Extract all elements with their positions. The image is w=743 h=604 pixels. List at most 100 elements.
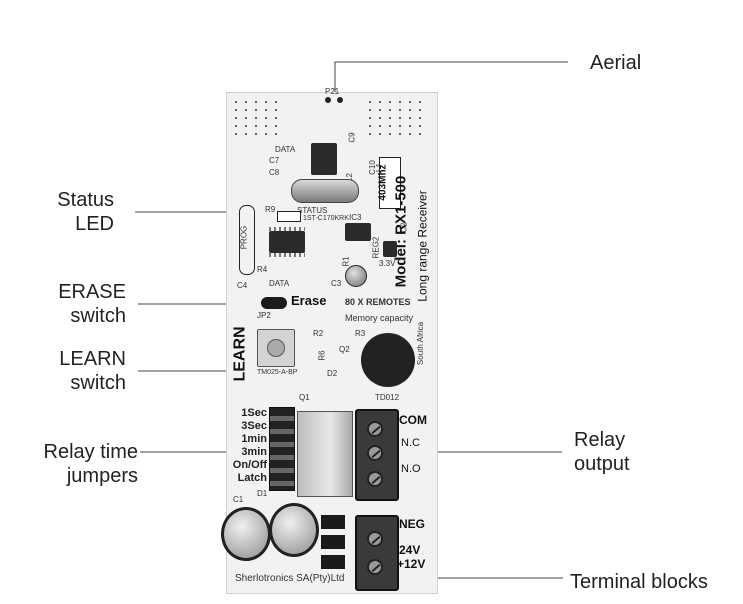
crystal bbox=[291, 179, 359, 203]
relay-output-label-line2: output bbox=[574, 453, 630, 475]
mcu-legs-bottom bbox=[269, 253, 305, 257]
buzzer bbox=[361, 333, 415, 387]
com-screw bbox=[367, 421, 383, 437]
ic3-label: IC3 bbox=[349, 213, 362, 222]
frequency-box bbox=[379, 157, 401, 209]
com-label: COM bbox=[399, 413, 427, 427]
jumper-latch[interactable]: Latch bbox=[237, 472, 267, 484]
status-led-label-line2: LED bbox=[75, 213, 114, 235]
data-top-label: DATA bbox=[275, 145, 296, 154]
nc-label: N.C bbox=[401, 437, 420, 449]
frequency-label: 403Mhz bbox=[377, 164, 389, 201]
q2-label: Q2 bbox=[339, 345, 350, 354]
jumper-3sec[interactable]: 3Sec bbox=[241, 420, 267, 432]
country-label: South Africa bbox=[416, 321, 426, 366]
neg-label: NEG bbox=[399, 517, 426, 531]
erase-switch-label-line1: ERASE bbox=[58, 281, 126, 303]
jp2-label: JP2 bbox=[257, 311, 271, 320]
r1-label: R1 bbox=[341, 256, 351, 267]
switch-part-label: TM025-A-BP bbox=[257, 369, 298, 376]
r9-label: R9 bbox=[265, 205, 276, 214]
jumper-block bbox=[269, 407, 295, 491]
c2-label: C2 bbox=[399, 222, 409, 233]
aerial-pin-1 bbox=[325, 97, 331, 103]
relay-time-jumper-list: 1Sec 3Sec 1min 3min On/Off Latch bbox=[231, 407, 267, 485]
relay bbox=[297, 411, 353, 497]
led-part-label: 1ST-C170KRK bbox=[303, 215, 349, 222]
v33-label: 3.3V bbox=[379, 259, 396, 268]
learn-switch-button[interactable] bbox=[267, 339, 285, 357]
jumper-1min[interactable]: 1min bbox=[241, 433, 267, 445]
erase-switch[interactable] bbox=[261, 297, 287, 309]
reg-label: REG2 bbox=[371, 236, 381, 259]
aerial-pin-2 bbox=[337, 97, 343, 103]
pin-field-right bbox=[369, 101, 421, 135]
buzzer-part-label: TD012 bbox=[375, 393, 400, 402]
relay-time-label-line2: jumpers bbox=[66, 465, 138, 487]
remotes-label: 80 X REMOTES bbox=[345, 297, 411, 307]
memory-chip-can bbox=[345, 265, 367, 287]
learn-switch-callout: LEARN switch bbox=[20, 347, 126, 395]
p21-label: P21 bbox=[325, 87, 340, 96]
prog-header bbox=[239, 205, 255, 275]
nc-screw bbox=[367, 445, 383, 461]
d2-label: D2 bbox=[327, 369, 338, 378]
diode-2 bbox=[321, 535, 345, 549]
r6-label: R6 bbox=[317, 350, 327, 361]
receiver-label: Long range Receiver bbox=[415, 190, 430, 302]
c8-label: C8 bbox=[269, 168, 280, 177]
neg-screw bbox=[367, 531, 383, 547]
v24-screw bbox=[367, 559, 383, 575]
c4-label: C4 bbox=[237, 281, 248, 290]
learn-switch-label-line1: LEARN bbox=[59, 348, 126, 370]
c1-label: C1 bbox=[233, 495, 244, 504]
ic3-chip bbox=[345, 223, 371, 241]
status-led-label-line1: Status bbox=[57, 189, 114, 211]
regulator bbox=[383, 241, 397, 257]
r2-label: R2 bbox=[313, 329, 324, 338]
c7-label: C7 bbox=[269, 156, 280, 165]
prog-label: PROG bbox=[239, 225, 249, 250]
capacitor-2 bbox=[269, 503, 319, 557]
erase-label: Erase bbox=[291, 293, 327, 308]
aerial-callout: Aerial bbox=[590, 51, 641, 75]
jumper-3min[interactable]: 3min bbox=[241, 446, 267, 458]
status-label: STATUS bbox=[297, 206, 328, 215]
no-label: N.O bbox=[401, 463, 421, 475]
jumper-on-off[interactable]: On/Off bbox=[232, 459, 267, 471]
memory-label: Memory capacity bbox=[345, 313, 414, 323]
aerial-label: Aerial bbox=[590, 52, 642, 74]
diode-3 bbox=[321, 555, 345, 569]
relay-output-label-line1: Relay bbox=[574, 429, 626, 451]
relay-time-jumpers-callout: Relay time jumpers bbox=[10, 440, 138, 488]
pin-field-left bbox=[235, 101, 277, 135]
r4-label: R4 bbox=[257, 265, 268, 274]
erase-switch-label-line2: switch bbox=[70, 305, 126, 327]
v24-label: 24V bbox=[399, 543, 421, 557]
r3-label: R3 bbox=[355, 329, 366, 338]
jumper-1sec[interactable]: 1Sec bbox=[241, 407, 267, 419]
relay-time-label-line1: Relay time bbox=[43, 441, 138, 463]
power-terminal-block bbox=[355, 515, 399, 591]
receiver-circuit-board: P21 DATA C7 C8 C9 C10 L1 L2 STATUS 1ST-C… bbox=[221, 87, 438, 594]
terminal-blocks-label: Terminal blocks bbox=[570, 571, 708, 593]
status-led-callout: Status LED bbox=[22, 188, 114, 236]
mcu-legs-top bbox=[269, 227, 305, 231]
learn-label: LEARN bbox=[231, 326, 249, 382]
relay-output-callout: Relay output bbox=[574, 428, 630, 476]
aerial-leader bbox=[334, 61, 568, 92]
data-mid-label: DATA bbox=[269, 279, 290, 288]
mcu-chip bbox=[269, 231, 305, 253]
capacitor-1 bbox=[221, 507, 271, 561]
no-screw bbox=[367, 471, 383, 487]
maker-label: Sherlotronics SA(Pty)Ltd bbox=[235, 573, 345, 584]
diode-1 bbox=[321, 515, 345, 529]
learn-switch-label-line2: switch bbox=[70, 372, 126, 394]
terminal-blocks-callout: Terminal blocks bbox=[570, 570, 708, 594]
c3-label: C3 bbox=[331, 279, 342, 288]
c9-label: C9 bbox=[347, 132, 357, 143]
erase-switch-callout: ERASE switch bbox=[20, 280, 126, 328]
d1-label: D1 bbox=[257, 489, 268, 498]
q1-label: Q1 bbox=[299, 393, 310, 402]
status-led bbox=[277, 211, 301, 222]
